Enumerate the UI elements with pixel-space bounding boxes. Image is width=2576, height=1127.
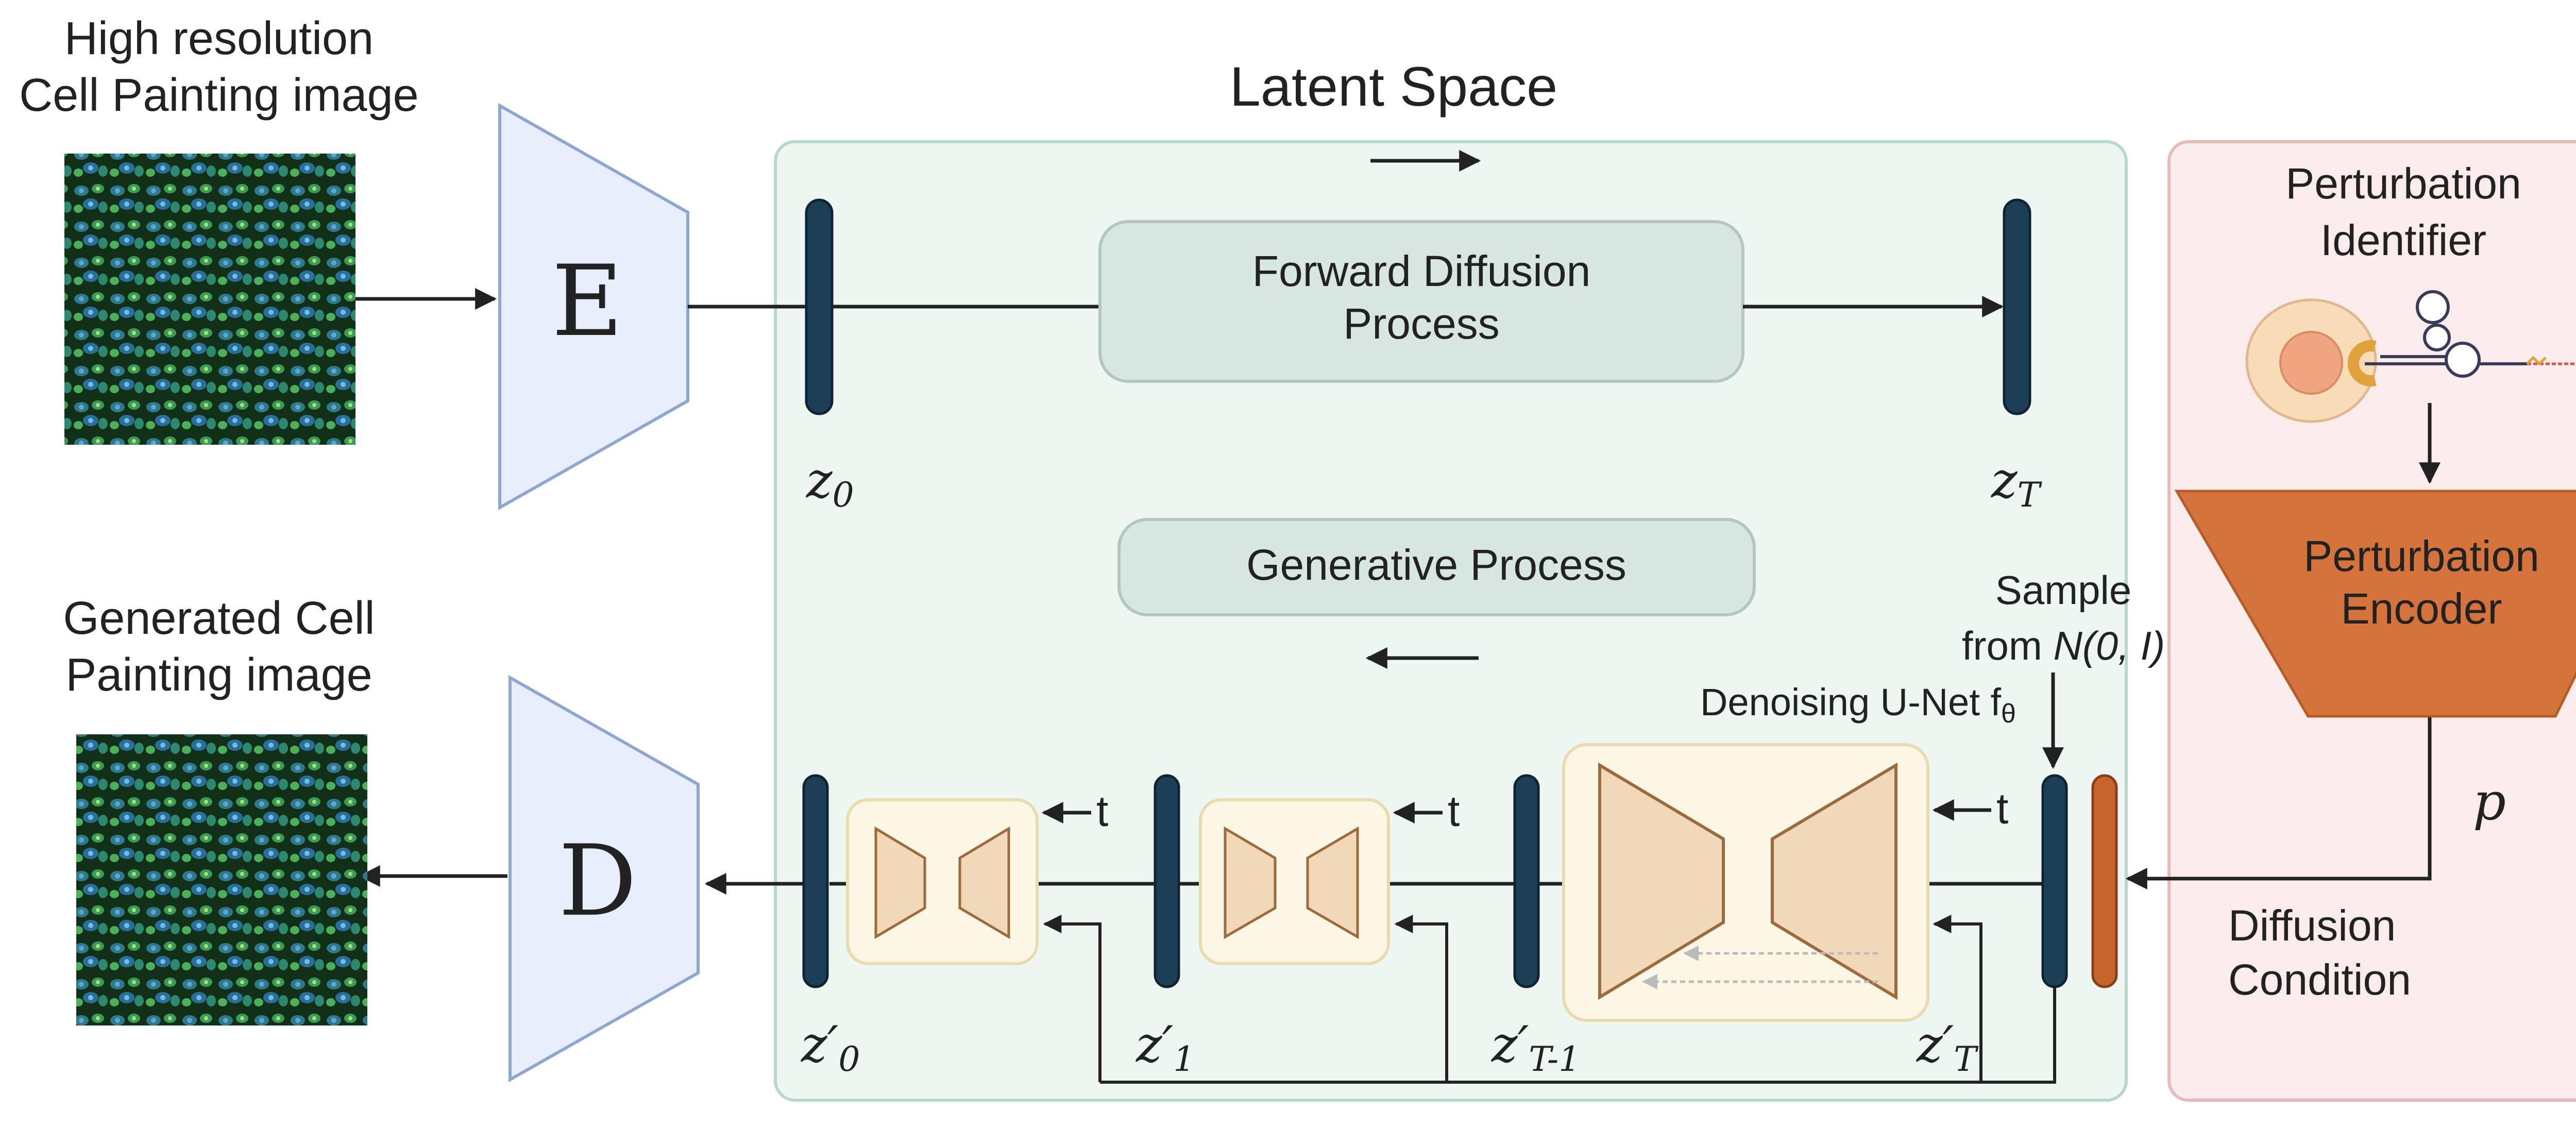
generative-process-box [1117,518,1756,616]
latent-bar-zT [2003,198,2031,415]
encoder-label: E [552,244,623,358]
decoder-shape [509,675,700,1083]
latent-bar-z0 [805,198,834,415]
label-zT: zT [1991,451,2043,515]
denoising-unet-block-small-1 [846,798,1039,965]
latent-space-title: Latent Space [1230,55,1558,117]
generated-cell-painting-image [76,734,367,1025]
perturbation-identifier-title-line1: Perturbation [2285,159,2521,208]
perturbation-identifier-title-line2: Identifier [2320,216,2486,264]
condition-symbol: p [2473,771,2506,832]
latent-bar-zp1 [1154,774,1180,988]
label-z0: z0 [806,451,854,515]
timestep-label-block1: t [1096,787,1108,835]
sample-label-line1: Sample [1995,567,2131,613]
generative-process-label: Generative Process [1246,541,1626,589]
condition-skip-line [1100,987,2056,1084]
encoder-shape [498,103,689,511]
condition-skip-to-block1 [1043,915,1101,1082]
label-zpT1: z′T-1 [1491,1016,1580,1079]
denoising-unet-block-small-2 [1199,798,1390,965]
timestep-label-unet: t [1996,784,2008,833]
diffusion-condition-line1: Diffusion [2228,901,2396,950]
latent-bar-zp0 [802,774,829,988]
condition-bar [2091,774,2118,988]
input-image-caption-line1: High resolution [64,13,374,64]
output-image-caption-line2: Painting image [65,649,372,701]
input-cell-painting-image [64,154,355,445]
forward-diffusion-label-line2: Process [1343,299,1499,348]
sample-label-line2: from N(0, I) [1962,623,2165,668]
input-image-caption-line2: Cell Painting image [19,70,418,121]
label-zp1: z′1 [1136,1016,1195,1079]
diffusion-condition-line2: Condition [2228,955,2411,1004]
latent-bar-zpT [2041,774,2068,988]
unet-label: Denoising U-Net fθ [1700,681,2016,729]
timestep-label-block2: t [1448,787,1460,835]
condition-skip-to-block2 [1394,915,1448,1082]
forward-diffusion-label-line1: Forward Diffusion [1252,247,1591,295]
label-zp0: z′0 [801,1016,860,1079]
forward-diffusion-box [1098,220,1744,383]
cell-crispr-icon [2245,290,2576,423]
decoder-label: D [558,824,637,938]
perturbation-encoder-label-line1: Perturbation [2303,532,2539,580]
denoising-unet-block [1562,743,1929,1022]
latent-bar-zpT1 [1513,774,1540,988]
label-zpT: z′T [1916,1016,1979,1079]
output-image-caption-line1: Generated Cell [63,593,375,644]
perturbation-encoder-shape [2174,490,2576,718]
condition-arrow [2125,717,2432,889]
condition-skip-to-unet [1933,915,1982,1082]
perturbation-encoder-label-line2: Encoder [2341,584,2502,633]
